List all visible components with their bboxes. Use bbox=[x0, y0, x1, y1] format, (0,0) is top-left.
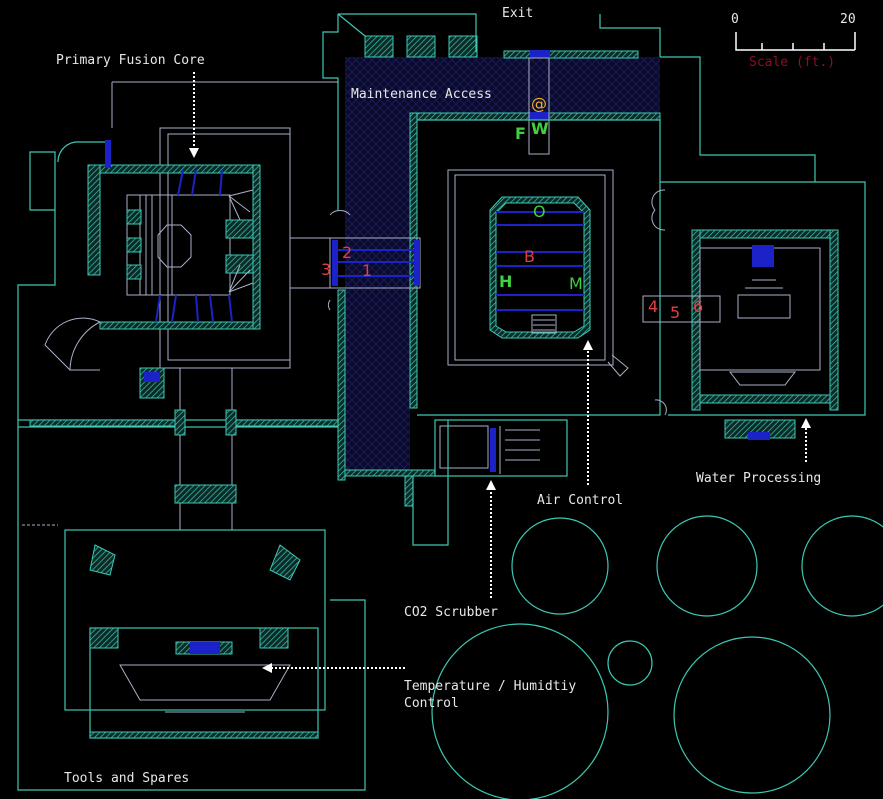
label-primary-fusion-core: Primary Fusion Core bbox=[56, 53, 205, 68]
marker-o[interactable]: O bbox=[533, 202, 546, 221]
pointer-arrows bbox=[189, 72, 811, 673]
marker-b[interactable]: B bbox=[524, 247, 535, 266]
label-temperature-control: Control bbox=[404, 696, 459, 711]
air-control-room bbox=[417, 119, 667, 416]
marker-6[interactable]: 6 bbox=[693, 297, 703, 316]
water-processing-room bbox=[642, 56, 866, 440]
marker-4[interactable]: 4 bbox=[648, 297, 658, 316]
marker-h[interactable]: H bbox=[499, 272, 512, 291]
scale-min: 0 bbox=[731, 12, 739, 27]
tank bbox=[801, 515, 883, 617]
marker-f[interactable]: F bbox=[515, 124, 526, 143]
marker-2[interactable]: 2 bbox=[342, 243, 352, 262]
tank bbox=[607, 640, 653, 686]
marker-m[interactable]: M bbox=[569, 274, 583, 293]
primary-fusion-core-room bbox=[17, 81, 338, 420]
scale-bar: 0 20 Scale (ft.) bbox=[731, 12, 856, 70]
tank bbox=[511, 517, 609, 615]
co2-scrubber-room bbox=[412, 419, 568, 546]
scale-caption: Scale (ft.) bbox=[749, 55, 835, 70]
airlock bbox=[327, 210, 421, 311]
label-exit: Exit bbox=[502, 6, 533, 21]
tank bbox=[656, 515, 758, 617]
marker-3[interactable]: 3 bbox=[321, 260, 331, 279]
marker-w[interactable]: W bbox=[531, 119, 549, 138]
tank bbox=[673, 636, 831, 794]
scale-max: 20 bbox=[840, 12, 856, 27]
label-co2-scrubber: CO2 Scrubber bbox=[404, 605, 498, 620]
label-temperature: Temperature / Humidtiy bbox=[404, 679, 576, 694]
label-water-processing: Water Processing bbox=[696, 471, 821, 486]
tank bbox=[431, 623, 609, 799]
label-tools-and-spares: Tools and Spares bbox=[64, 771, 189, 786]
lower-sections bbox=[17, 368, 366, 791]
storage-tanks bbox=[431, 515, 883, 799]
marker-1[interactable]: 1 bbox=[362, 261, 372, 280]
player-marker[interactable]: @ bbox=[531, 94, 547, 113]
label-air-control: Air Control bbox=[537, 493, 623, 508]
marker-5[interactable]: 5 bbox=[670, 303, 680, 322]
label-maintenance-access: Maintenance Access bbox=[351, 87, 492, 102]
